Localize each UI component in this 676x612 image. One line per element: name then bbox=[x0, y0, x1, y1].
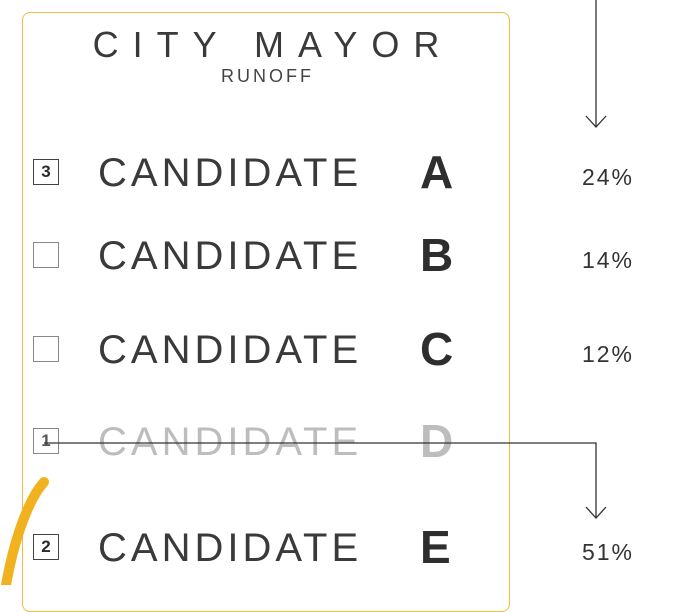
candidate-letter-a: A bbox=[420, 146, 454, 198]
arrowhead-to-e bbox=[585, 506, 607, 519]
candidate-row-e: 2 CANDIDATE E 51% bbox=[0, 520, 676, 580]
pen-stroke-icon bbox=[1, 477, 49, 585]
rank-box-c[interactable] bbox=[33, 336, 59, 362]
ballot-title: CITY MAYOR bbox=[92, 24, 454, 65]
candidate-label-e: CANDIDATE bbox=[98, 526, 363, 570]
vote-share-b: 14% bbox=[581, 247, 634, 273]
arrowhead-to-a bbox=[585, 115, 607, 128]
vote-share-c: 12% bbox=[581, 341, 634, 367]
candidate-label-d: CANDIDATE bbox=[98, 420, 363, 464]
rank-box-a[interactable]: 3 bbox=[33, 159, 59, 185]
candidate-row-a: 3 CANDIDATE A 24% bbox=[0, 145, 676, 205]
candidate-label-a: CANDIDATE bbox=[98, 151, 363, 195]
vote-share-a: 24% bbox=[581, 164, 634, 190]
rank-box-d[interactable]: 1 bbox=[33, 428, 59, 454]
vote-share-e: 51% bbox=[581, 539, 634, 565]
candidate-letter-c: C bbox=[420, 323, 454, 375]
candidate-label-b: CANDIDATE bbox=[98, 234, 363, 278]
candidate-letter-e: E bbox=[420, 521, 451, 573]
rank-box-e[interactable]: 2 bbox=[33, 534, 59, 560]
ballot-subtitle: RUNOFF bbox=[221, 66, 314, 86]
candidate-letter-d: D bbox=[420, 415, 454, 467]
candidate-row-d: 1 CANDIDATE D bbox=[0, 414, 676, 474]
redistribution-arrows bbox=[1, 0, 607, 585]
candidate-label-c: CANDIDATE bbox=[98, 328, 363, 372]
candidate-row-c: CANDIDATE C 12% bbox=[0, 322, 676, 382]
rank-box-b[interactable] bbox=[33, 242, 59, 268]
candidate-letter-b: B bbox=[420, 229, 454, 281]
strike-arrow-d-to-e bbox=[44, 442, 597, 517]
candidate-row-b: CANDIDATE B 14% bbox=[0, 228, 676, 288]
